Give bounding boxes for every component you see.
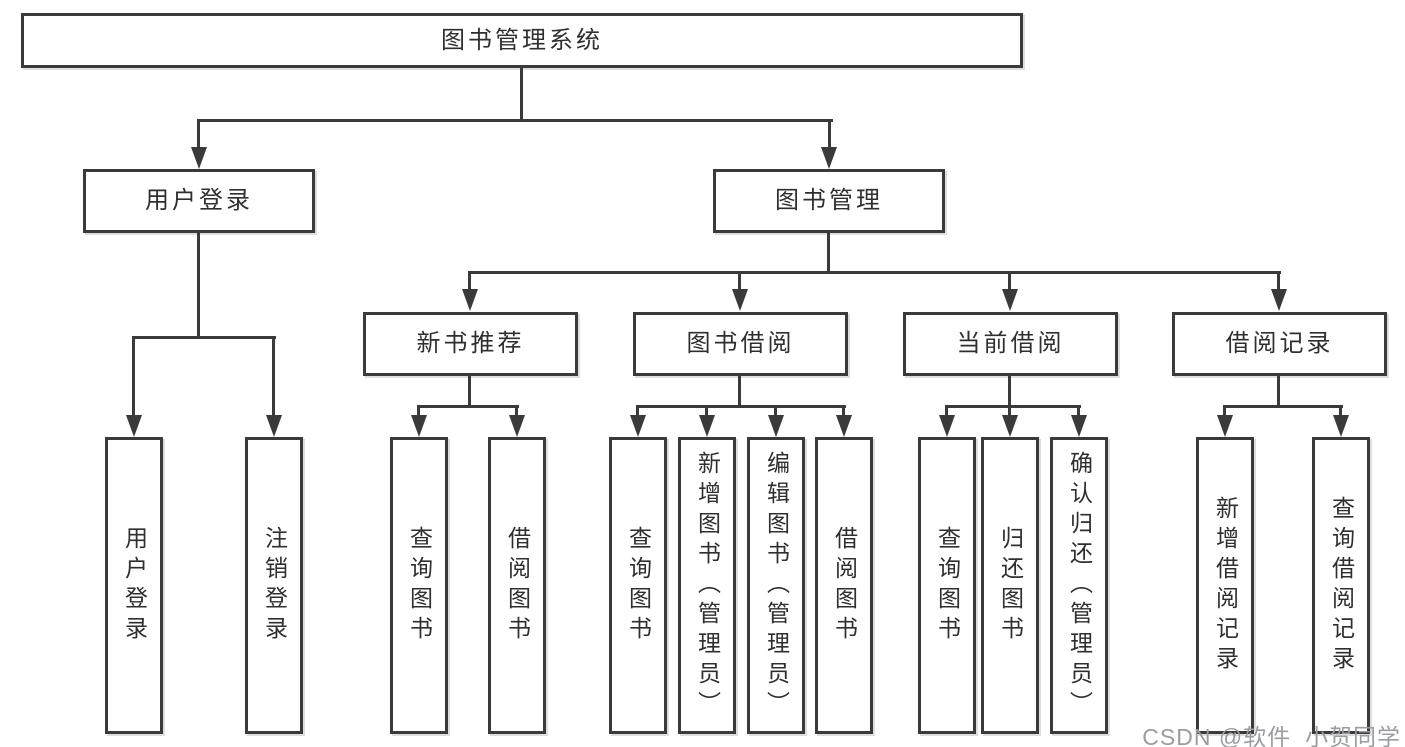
leaf-borrow-books-new-label: 借阅图书 [504,525,531,646]
leaf-confirm-return-admin: 确认归还（管理员） [1050,437,1108,734]
arrow-down-icon [699,415,715,437]
leaf-query-borrow-record: 查询借阅记录 [1312,437,1370,734]
connector-line [774,405,777,418]
connector-line [197,119,833,122]
connector-line [705,405,708,418]
arrow-down-icon [509,415,525,437]
connector-line [842,405,845,418]
connector-line [1008,405,1011,418]
leaf-query-books-new: 查询图书 [390,437,448,734]
leaf-query-books-current: 查询图书 [918,437,976,734]
node-user-login: 用户登录 [83,169,315,233]
connector-line [945,405,948,418]
watermark: CSDN @软件_小贺同学 [1142,724,1401,747]
connector-line [1077,405,1080,418]
arrow-down-icon [1002,415,1018,437]
node-root: 图书管理系统 [21,13,1023,68]
leaf-confirm-return-admin-label: 确认归还（管理员） [1066,450,1093,721]
connector-line [1277,376,1280,406]
connector-line [197,119,200,149]
leaf-edit-book-admin: 编辑图书（管理员） [747,437,805,734]
connector-line [1223,405,1343,408]
node-book-borrow-label: 图书借阅 [686,330,795,357]
node-current-borrow-label: 当前借阅 [956,330,1065,357]
leaf-add-book-admin-label: 新增图书（管理员） [694,450,721,721]
leaf-query-books-new-label: 查询图书 [406,525,433,646]
arrow-down-icon [1217,415,1233,437]
arrow-down-icon [411,415,427,437]
connector-line [197,233,200,336]
node-user-login-label: 用户登录 [145,187,253,214]
connector-line [132,336,135,418]
arrow-down-icon [939,415,955,437]
connector-line [827,233,830,271]
arrow-down-icon [1271,289,1287,311]
leaf-user-login: 用户登录 [105,437,163,734]
connector-line [636,405,639,418]
connector-line [828,119,831,149]
leaf-query-books-borrow-label: 查询图书 [625,525,652,646]
node-new-book-recommend: 新书推荐 [363,312,578,376]
leaf-borrow-books-borrow-label: 借阅图书 [831,525,858,646]
leaf-borrow-books-new: 借阅图书 [488,437,546,734]
node-current-borrow: 当前借阅 [903,312,1118,376]
connector-line [945,405,1081,408]
connector-line [636,405,846,408]
connector-line [1339,405,1342,418]
leaf-borrow-books-borrow: 借阅图书 [815,437,873,734]
node-root-label: 图书管理系统 [441,26,603,54]
arrow-down-icon [821,147,837,169]
leaf-return-books: 归还图书 [981,437,1039,734]
leaf-user-login-label: 用户登录 [121,525,148,646]
leaf-query-books-borrow: 查询图书 [609,437,667,734]
connector-line [272,336,275,418]
node-new-book-recommend-label: 新书推荐 [416,330,525,357]
arrow-down-icon [732,289,748,311]
leaf-add-borrow-record: 新增借阅记录 [1196,437,1254,734]
node-borrow-records: 借阅记录 [1172,312,1387,376]
node-book-management-label: 图书管理 [775,187,883,214]
arrow-down-icon [462,289,478,311]
leaf-return-books-label: 归还图书 [997,525,1024,646]
connector-line [1008,376,1011,406]
node-book-management: 图书管理 [713,169,945,233]
connector-line [468,271,1281,274]
connector-line [468,271,471,292]
connector-line [520,68,523,119]
connector-line [468,376,471,406]
connector-line [132,336,276,339]
arrow-down-icon [191,147,207,169]
leaf-add-borrow-record-label: 新增借阅记录 [1212,495,1239,676]
leaf-logout-label: 注销登录 [261,525,288,646]
connector-line [417,405,519,408]
arrow-down-icon [768,415,784,437]
node-book-borrow: 图书借阅 [633,312,848,376]
connector-line [1277,271,1280,292]
arrow-down-icon [836,415,852,437]
leaf-logout: 注销登录 [245,437,303,734]
arrow-down-icon [126,415,142,437]
arrow-down-icon [266,415,282,437]
arrow-down-icon [630,415,646,437]
leaf-add-book-admin: 新增图书（管理员） [678,437,736,734]
node-borrow-records-label: 借阅记录 [1225,330,1334,357]
leaf-query-borrow-record-label: 查询借阅记录 [1328,495,1355,676]
leaf-edit-book-admin-label: 编辑图书（管理员） [763,450,790,721]
leaf-query-books-current-label: 查询图书 [934,525,961,646]
arrow-down-icon [1333,415,1349,437]
connector-line [738,271,741,292]
arrow-down-icon [1071,415,1087,437]
connector-line [1008,271,1011,292]
connector-line [417,405,420,418]
connector-line [738,376,741,406]
connector-line [515,405,518,418]
connector-line [1223,405,1226,418]
arrow-down-icon [1002,289,1018,311]
